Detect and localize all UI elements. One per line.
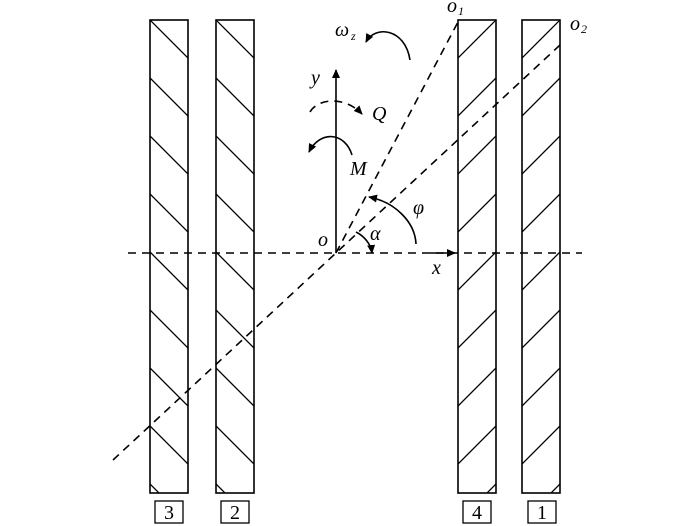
svg-text:1: 1	[458, 4, 464, 18]
hatch-line	[486, 483, 496, 493]
hatch-line	[522, 309, 560, 349]
label-M: M	[349, 158, 368, 180]
hatch-line	[522, 135, 560, 175]
hatch-line	[458, 251, 496, 291]
svg-text:z: z	[350, 29, 356, 43]
phi-arrow	[368, 194, 417, 245]
svg-text:1: 1	[537, 502, 547, 524]
label-y: y	[309, 67, 320, 89]
hatch-line	[458, 20, 496, 59]
bar-3	[149, 19, 189, 494]
label-origin: o	[318, 229, 328, 251]
hatch-line	[522, 77, 560, 117]
bar-2	[215, 19, 255, 494]
label-phi: φ	[413, 197, 424, 219]
hatch-line	[458, 193, 496, 233]
hatch-line	[216, 309, 254, 349]
svg-text:ω: ω	[335, 19, 349, 41]
bar-1	[521, 19, 561, 494]
hatch-line	[216, 251, 254, 291]
hatch-line	[150, 251, 188, 291]
label-o1: o 1	[447, 0, 464, 18]
hatch-line	[216, 483, 226, 493]
M-arrow	[308, 135, 353, 156]
bar-4	[457, 19, 497, 494]
hatch-line	[150, 193, 188, 233]
bar-label-2: 2	[220, 500, 250, 524]
svg-text:2: 2	[581, 22, 587, 36]
hatch-line	[150, 425, 188, 465]
label-alpha: α	[370, 223, 381, 245]
hatch-line	[216, 77, 254, 117]
hatch-line	[150, 367, 188, 407]
hatch-line	[216, 135, 254, 175]
hatch-line	[216, 425, 254, 465]
svg-text:o: o	[570, 13, 580, 35]
hatch-line	[458, 309, 496, 349]
line-o1	[335, 21, 459, 254]
hatch-line	[550, 483, 560, 493]
hatch-line	[216, 367, 254, 407]
hatch-line	[150, 309, 188, 349]
hatch-line	[458, 77, 496, 117]
label-o2: o 2	[570, 13, 587, 36]
svg-text:2: 2	[230, 502, 240, 524]
hatch-line	[522, 193, 560, 233]
label-x: x	[431, 257, 441, 279]
Q-arrow	[309, 100, 363, 115]
bar-label-1: 1	[527, 500, 557, 524]
hatch-line	[150, 77, 188, 117]
hatch-line	[150, 483, 160, 493]
hatch-line	[522, 425, 560, 465]
hatch-line	[522, 367, 560, 407]
hatch-line	[216, 20, 254, 59]
alpha-arrow	[355, 231, 376, 254]
bar-label-3: 3	[154, 500, 184, 524]
svg-text:3: 3	[164, 502, 174, 524]
hatch-line	[458, 425, 496, 465]
hatch-line	[522, 251, 560, 291]
hatch-line	[522, 20, 560, 59]
omega-arrow	[365, 30, 411, 61]
label-omega-z: ω z	[335, 19, 356, 43]
label-Q: Q	[372, 103, 387, 125]
bar-label-4: 4	[462, 500, 492, 524]
hatch-line	[150, 20, 188, 59]
svg-text:4: 4	[472, 502, 482, 524]
hatch-line	[458, 367, 496, 407]
hatch-line	[216, 193, 254, 233]
hatch-line	[458, 135, 496, 175]
svg-text:o: o	[447, 0, 457, 17]
line-o2	[112, 44, 561, 461]
hatch-line	[150, 135, 188, 175]
